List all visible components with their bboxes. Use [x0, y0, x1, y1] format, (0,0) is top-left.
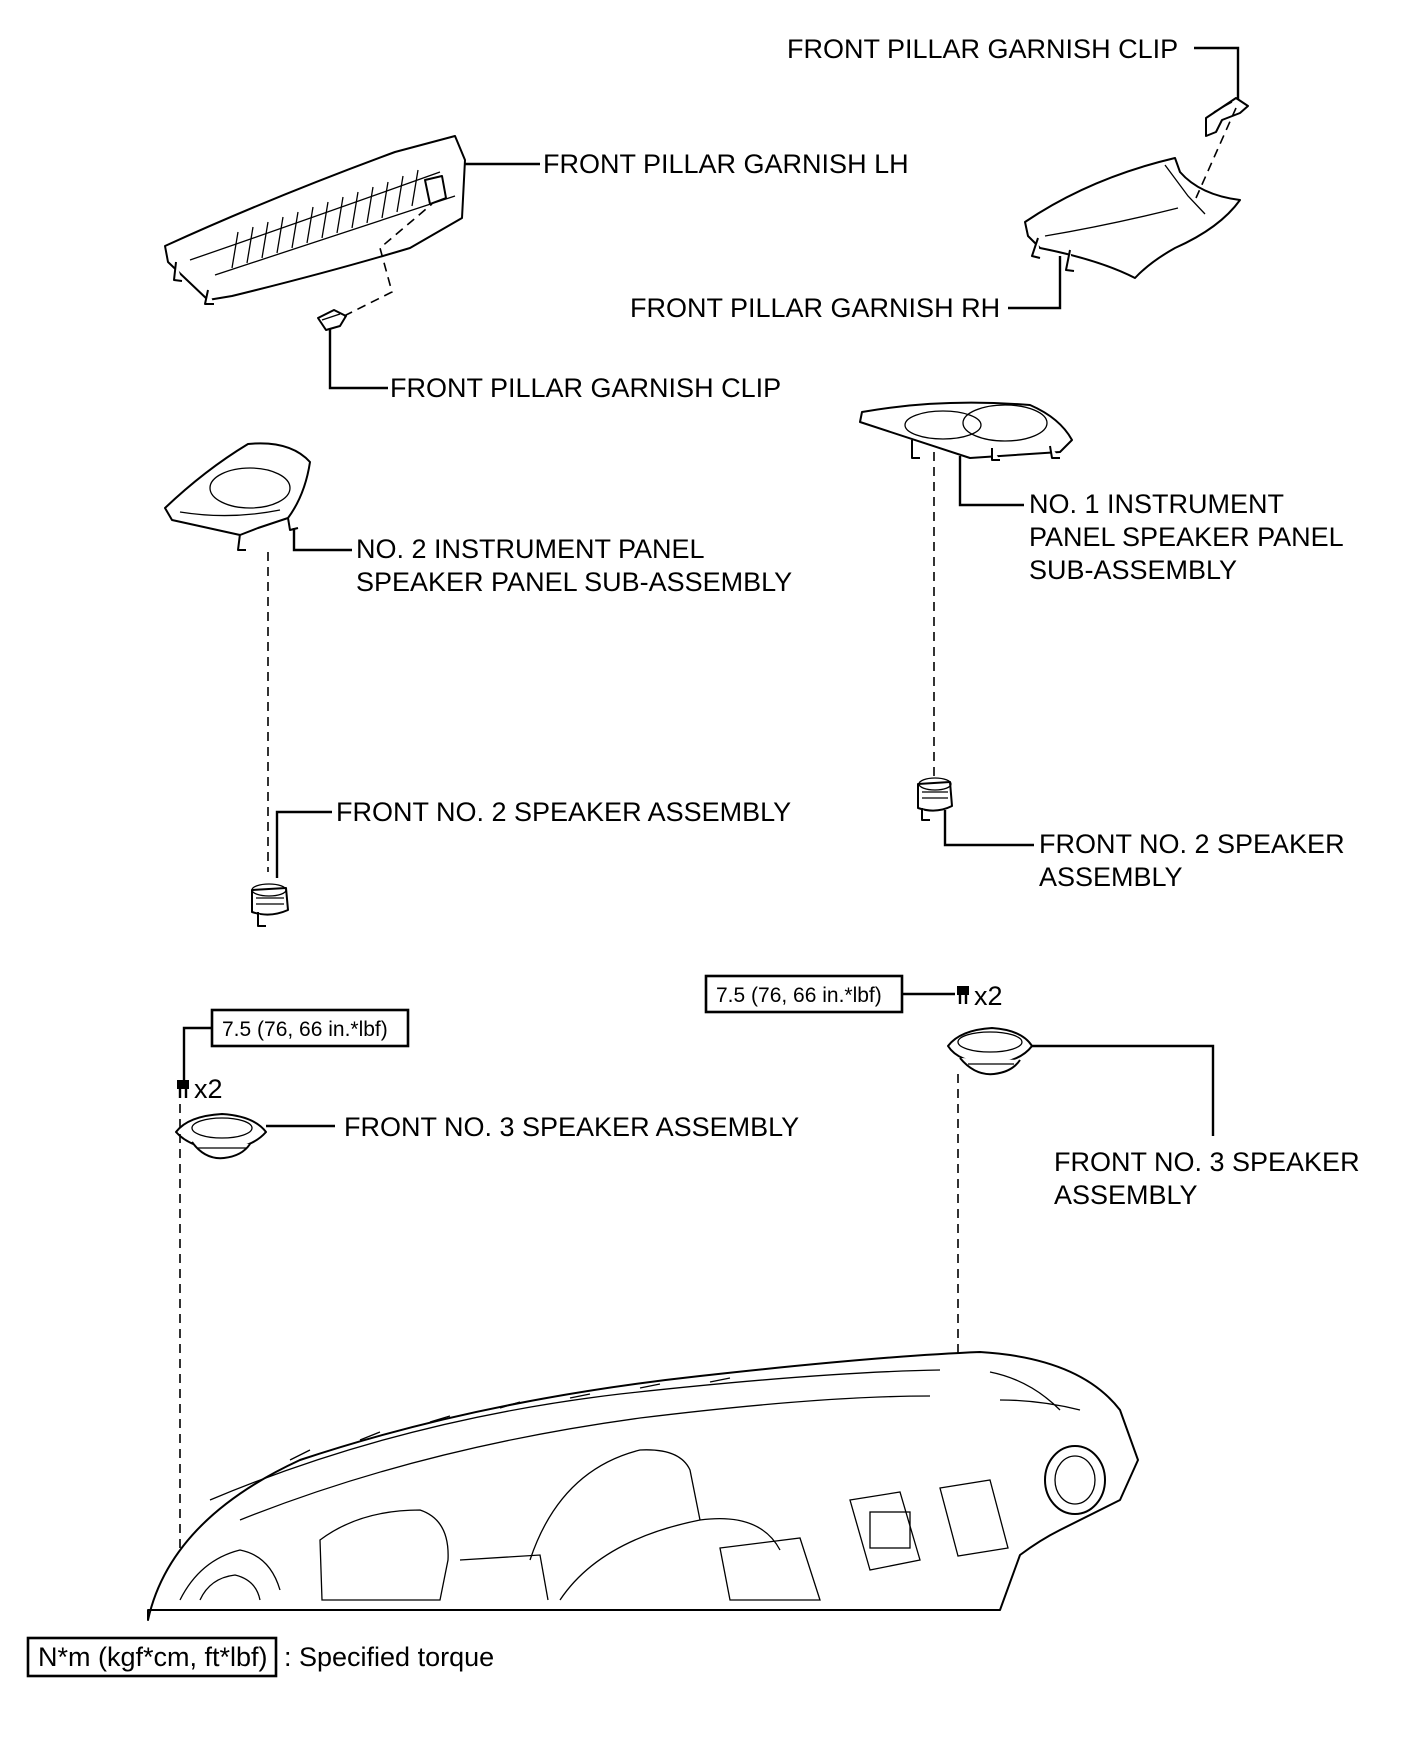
label-no2-panel-line2: SPEAKER PANEL SUB-ASSEMBLY — [356, 567, 792, 597]
label-no1-panel-line3: SUB-ASSEMBLY — [1029, 555, 1237, 585]
torque-value-left: 7.5 (76, 66 in.*lbf) — [222, 1018, 388, 1041]
label-front-no2-speaker-left: FRONT NO. 2 SPEAKER ASSEMBLY — [336, 797, 791, 827]
front-pillar-garnish-lh — [164, 135, 466, 305]
front-pillar-garnish-clip-lh — [317, 309, 347, 331]
leader-spk3-right — [1032, 1044, 1215, 1136]
bolt-icon — [957, 986, 969, 1004]
no2-instrument-panel-speaker-panel — [164, 442, 311, 551]
leader-torque-left — [182, 1026, 212, 1080]
instrument-panel — [147, 1351, 1139, 1621]
label-front-no2-speaker-right-line1: FRONT NO. 2 SPEAKER — [1039, 829, 1345, 859]
front-pillar-garnish-rh — [1024, 157, 1241, 279]
bolt-icon — [177, 1080, 189, 1098]
front-no3-speaker-left — [175, 1113, 267, 1160]
label-no1-panel-line2: PANEL SPEAKER PANEL — [1029, 522, 1344, 552]
bolt-qty-right: x2 — [974, 981, 1003, 1011]
label-front-no3-speaker-right-line1: FRONT NO. 3 SPEAKER — [1054, 1147, 1360, 1177]
label-front-pillar-garnish-rh: FRONT PILLAR GARNISH RH — [630, 293, 1000, 323]
legend-description: : Specified torque — [284, 1642, 494, 1672]
leader-spk2-left — [275, 810, 332, 878]
label-front-pillar-garnish-clip-rh: FRONT PILLAR GARNISH CLIP — [787, 34, 1178, 64]
label-front-pillar-garnish-clip-lh: FRONT PILLAR GARNISH CLIP — [390, 373, 781, 403]
torque-spec-right: 7.5 (76, 66 in.*lbf) — [704, 974, 904, 1014]
torque-spec-left: 7.5 (76, 66 in.*lbf) — [210, 1008, 410, 1048]
dashed-clip-to-garnish-rh — [1195, 107, 1237, 199]
front-pillar-garnish-clip-rh — [1205, 97, 1249, 137]
legend-unit-box: N*m (kgf*cm, ft*lbf) — [38, 1642, 268, 1672]
label-no2-panel-line1: NO. 2 INSTRUMENT PANEL — [356, 534, 705, 564]
torque-value-right: 7.5 (76, 66 in.*lbf) — [716, 984, 882, 1007]
leader-spk2-right — [943, 810, 1034, 847]
leader-no2-panel — [292, 528, 352, 552]
dashed-clip-to-garnish-lh — [343, 203, 433, 317]
leader-clip-rh — [1194, 46, 1240, 100]
front-no2-speaker-left — [251, 883, 289, 927]
leader-no1-panel — [958, 456, 1024, 507]
bolt-qty-left: x2 — [194, 1074, 223, 1104]
label-front-pillar-garnish-lh: FRONT PILLAR GARNISH LH — [543, 149, 909, 179]
label-no1-panel-line1: NO. 1 INSTRUMENT — [1029, 489, 1284, 519]
torque-legend: N*m (kgf*cm, ft*lbf) : Specified torque — [26, 1636, 494, 1678]
leader-garnish-rh — [1008, 256, 1062, 310]
label-front-no2-speaker-right-line2: ASSEMBLY — [1039, 862, 1183, 892]
leader-clip-lh — [328, 328, 388, 390]
front-no2-speaker-right — [917, 777, 953, 821]
no1-instrument-panel-speaker-panel — [859, 401, 1073, 461]
front-no3-speaker-right — [947, 1027, 1033, 1076]
label-front-no3-speaker-right-line2: ASSEMBLY — [1054, 1180, 1198, 1210]
label-front-no3-speaker-left: FRONT NO. 3 SPEAKER ASSEMBLY — [344, 1112, 799, 1142]
